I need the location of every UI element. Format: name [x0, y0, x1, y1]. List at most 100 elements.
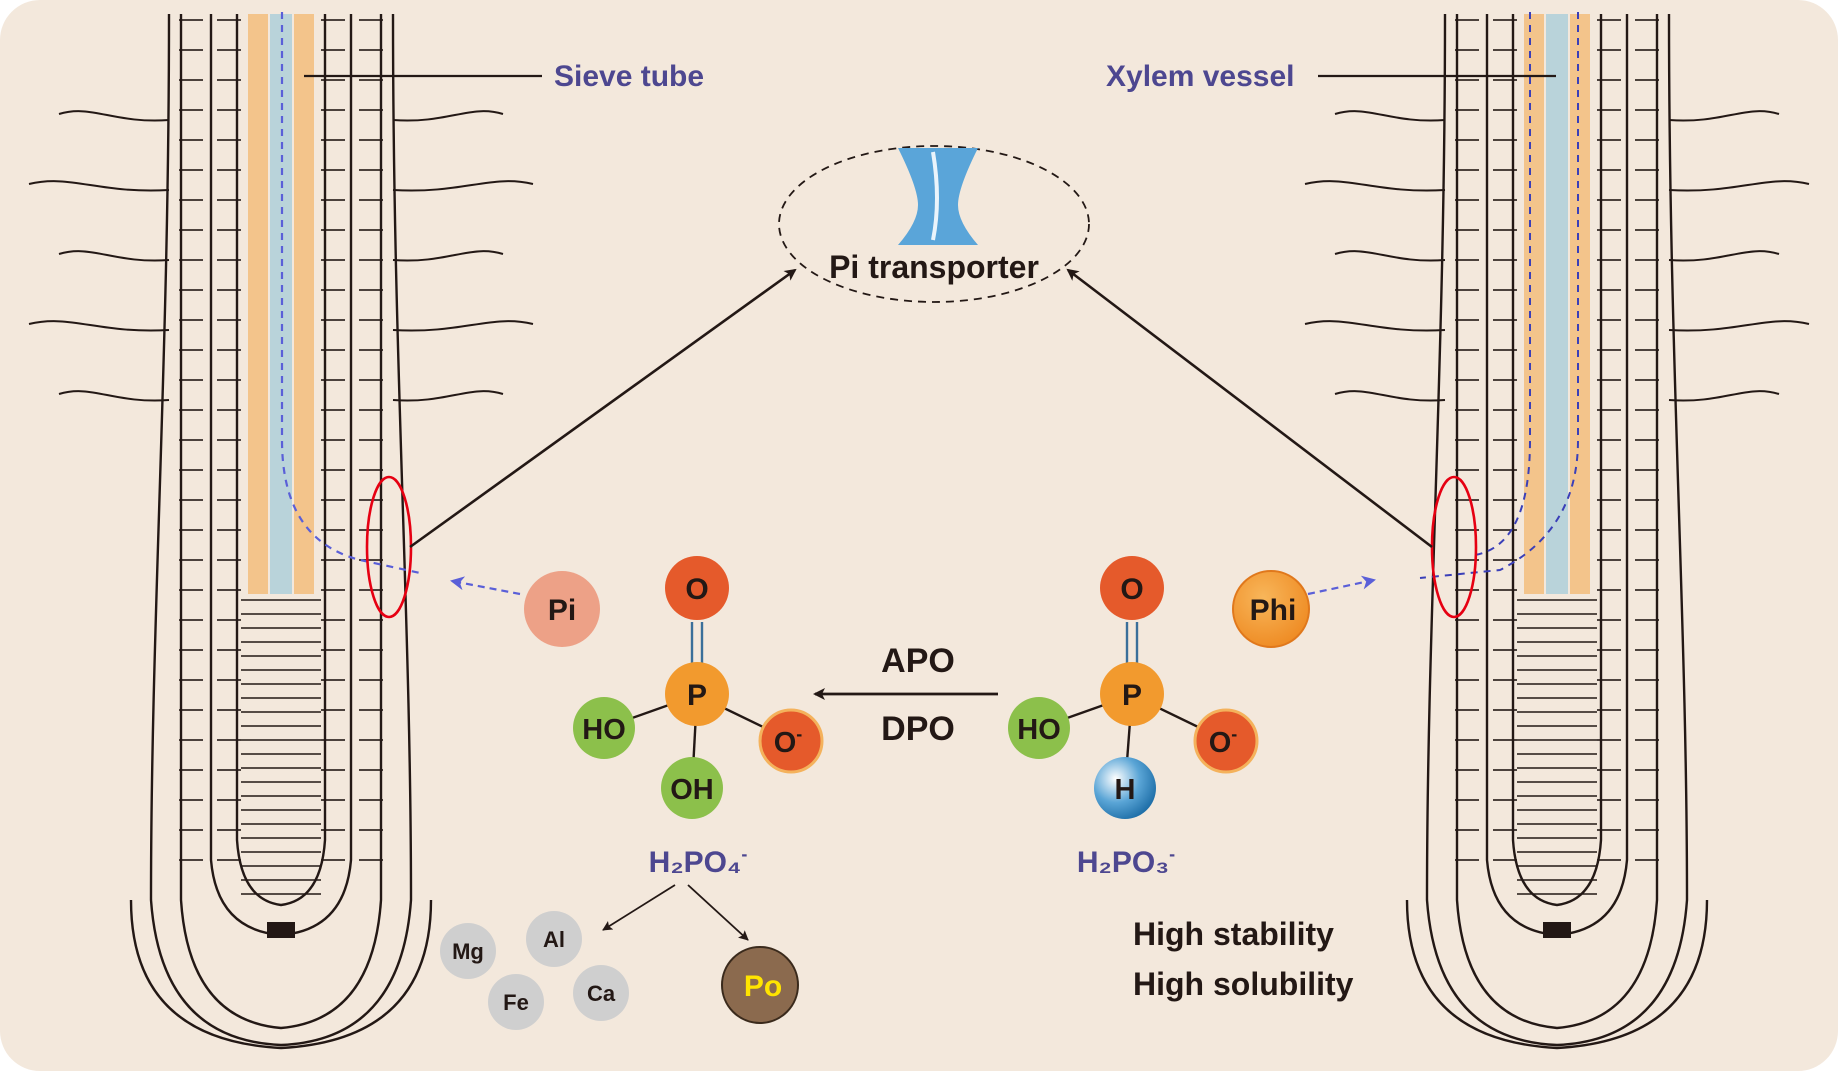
metal-fe-label: Fe	[503, 990, 529, 1015]
root-hairs-left	[28, 110, 534, 402]
oxide-charge-left: -	[796, 724, 802, 744]
root-outline-left	[129, 13, 433, 1050]
root-outer-wall	[149, 13, 413, 1047]
quiescent-center	[267, 922, 295, 938]
root-hair	[392, 110, 504, 122]
root-hair	[1668, 390, 1780, 402]
root-hair	[392, 390, 504, 402]
sieve-tube-strip-right-a	[1524, 14, 1544, 594]
organic-p	[721, 946, 799, 1024]
property-solubility: High solubility	[1133, 966, 1354, 1002]
metal-al	[526, 911, 582, 967]
fixation-arrow-po	[687, 884, 749, 941]
phi-ion-label: Phi	[1250, 594, 1297, 627]
arrow-right-to-transporter	[1066, 268, 1433, 549]
root-hair	[1668, 320, 1810, 332]
dpo-label: DPO	[881, 710, 955, 748]
root-endodermis	[235, 14, 327, 907]
root-right	[1304, 13, 1810, 1050]
xylem-strip-right	[1546, 14, 1568, 594]
root-cap	[1405, 899, 1709, 1050]
sieve-tube-strip-left-b	[294, 14, 314, 594]
root-hair	[1668, 110, 1780, 122]
formula-h2po4: H₂PO₄-	[649, 844, 748, 879]
root-hair	[1668, 250, 1780, 262]
root-hair	[28, 320, 170, 332]
apo-label: APO	[881, 642, 955, 680]
root-hair	[1334, 110, 1446, 122]
hydrogen-atom-right	[1094, 757, 1156, 819]
hydroxyl-label-left: HO	[582, 714, 626, 746]
root-hair	[1334, 250, 1446, 262]
hydrogen-label-right: H	[1115, 774, 1136, 806]
hydroxyl-label-right: HO	[1017, 714, 1061, 746]
arrow-left-to-transporter	[409, 268, 797, 549]
pi-transporter-boundary	[778, 145, 1090, 303]
pi-ion-label: Pi	[548, 594, 576, 627]
metal-mg	[440, 923, 496, 979]
root-hair	[1304, 180, 1446, 192]
hydroxyl2-atom-left	[661, 757, 723, 819]
root-hair	[58, 250, 170, 262]
phi-transport-path-2	[1419, 12, 1579, 579]
root-hair	[58, 110, 170, 122]
root-epidermis	[1455, 14, 1659, 1030]
phi-transport-path-1	[1474, 12, 1531, 556]
root-endodermis	[1511, 14, 1603, 907]
fixation-arrow-metals	[602, 884, 676, 931]
oxygen-atom-right	[1100, 556, 1164, 620]
oxide-atom-right	[1193, 708, 1259, 774]
hydroxyl2-label-left: OH	[670, 774, 714, 806]
metal-fe	[488, 974, 544, 1030]
formula-h2po4-charge: -	[741, 844, 747, 864]
root-hair	[1668, 180, 1810, 192]
root-hair	[392, 250, 504, 262]
metal-al-label: Al	[543, 927, 565, 952]
phosphorus-atom-right	[1100, 662, 1164, 726]
xylem-vessel-label: Xylem vessel	[1106, 60, 1294, 93]
phi-ion	[1232, 570, 1310, 648]
sieve-tube-label: Sieve tube	[554, 60, 704, 93]
sieve-tube-strip-right-b	[1570, 14, 1590, 594]
oxide-label-left: O-	[774, 724, 803, 759]
phosphorus-label-left: P	[687, 679, 707, 712]
root-outer-wall	[1425, 13, 1689, 1047]
phosphorus-label-right: P	[1122, 679, 1142, 712]
root-hair	[392, 180, 534, 192]
organic-p-label: Po	[744, 970, 782, 1003]
root-hair	[28, 180, 170, 192]
root-epidermis	[179, 14, 383, 1030]
oxygen-label-right: O	[1120, 573, 1143, 606]
property-stability: High stability	[1133, 916, 1334, 952]
formula-h2po3-main: H₂PO₃	[1077, 846, 1169, 879]
root-outline-right	[1405, 13, 1709, 1050]
phosphorus-atom-left	[665, 662, 729, 726]
pi-transport-path	[280, 12, 421, 575]
metal-mg-label: Mg	[452, 939, 484, 964]
pi-transporter-label: Pi transporter	[829, 249, 1039, 285]
oxygen-atom-left	[665, 556, 729, 620]
root-hair	[1334, 390, 1446, 402]
metal-ca	[573, 965, 629, 1021]
quiescent-center	[1543, 922, 1571, 938]
root-hairs-right	[1304, 110, 1810, 402]
formula-h2po4-main: H₂PO₄	[649, 846, 742, 879]
oxygen-label-left: O	[685, 573, 708, 606]
formula-h2po3-charge: -	[1169, 844, 1175, 864]
root-hair	[392, 320, 534, 332]
oxide-atom-left	[758, 708, 824, 774]
hydroxyl-atom-left	[573, 697, 635, 759]
oxide-charge-right: -	[1231, 724, 1237, 744]
root-hair	[58, 390, 170, 402]
molecule-h2po3: O P HO H O-	[1008, 556, 1259, 819]
oxide-symbol-left: O	[774, 727, 797, 759]
formula-h2po3: H₂PO₃-	[1077, 844, 1175, 879]
sieve-tube-strip-left-a	[248, 14, 268, 594]
root-cap	[129, 899, 433, 1050]
root-left	[28, 13, 534, 1050]
root-hair	[1304, 320, 1446, 332]
molecule-h2po4: O P HO OH O-	[573, 556, 824, 819]
